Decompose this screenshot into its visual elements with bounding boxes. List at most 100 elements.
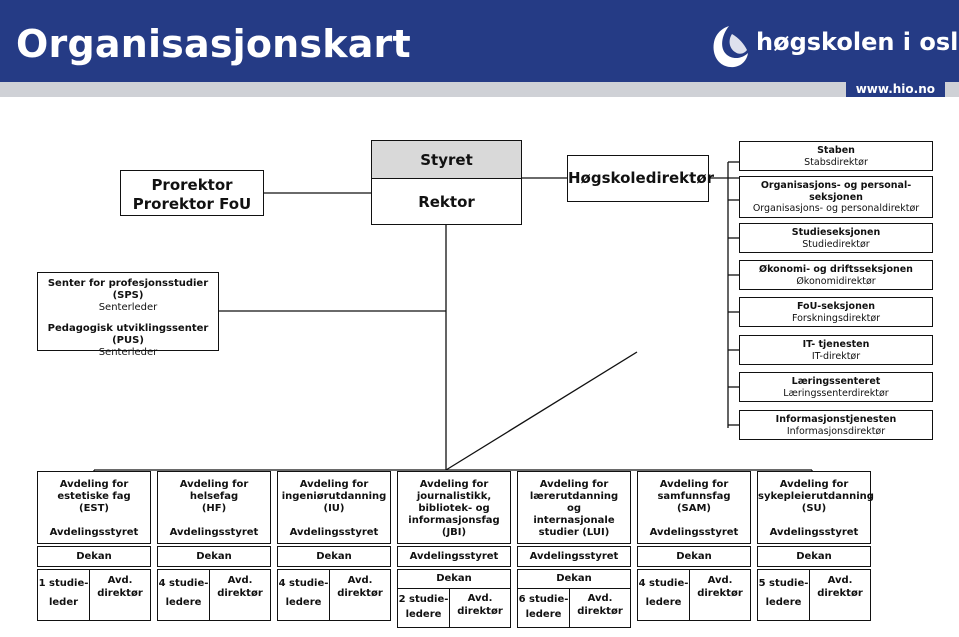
prorektor-box: Prorektor Prorektor FoU — [120, 170, 264, 216]
dept-su: Avdeling for sykepleierutdanning (SU) Av… — [757, 471, 874, 544]
dept-hf: Avdeling for helsefag (HF) Avdelingsstyr… — [157, 471, 271, 544]
dept-lead-dekan: Dekan — [37, 546, 151, 567]
dept-dekan: Dekan — [518, 570, 630, 589]
staff-name: Studieseksjonen — [791, 227, 881, 238]
avd-label: Avd. — [467, 593, 493, 604]
direktor-label: direktør — [817, 588, 863, 599]
studieledere: 6 studie- ledere — [518, 589, 570, 627]
dept-lead-avdelingsstyret: Avdelingsstyret — [397, 546, 511, 567]
direktor-label: direktør — [577, 606, 623, 617]
studie-count: 4 studie- — [158, 578, 209, 589]
dept-name-line: estetiske fag — [57, 491, 131, 502]
studieledere: 2 studie- ledere — [398, 589, 450, 627]
dept-name-line: sykepleierutdanning — [758, 491, 874, 502]
senter-sps: Senter for profesjonsstudier (SPS) Sente… — [38, 278, 218, 314]
logo: høgskolen i oslo — [708, 22, 959, 72]
dept-name-line: Avdeling for — [179, 479, 249, 490]
dept-dekan: Dekan — [398, 570, 510, 589]
staff-leader: IT-direktør — [811, 350, 861, 362]
studie-count: 6 studie- — [518, 594, 569, 605]
avd-label: Avd. — [347, 575, 373, 586]
dept-board: Avdelingsstyret — [49, 527, 139, 538]
dept-jbi: Avdeling for journalistikk, bibliotek- o… — [397, 471, 511, 544]
avd-label: Avd. — [107, 575, 133, 586]
staff-name-cont: seksjonen — [809, 191, 863, 203]
studieledere: 4 studie- ledere — [158, 570, 210, 620]
dept-board: Avdelingsstyret — [169, 527, 259, 538]
dept-board: Avdelingsstyret — [289, 527, 379, 538]
website-url[interactable]: www.hio.no — [845, 82, 945, 97]
dept-name-line: ingeniørutdanning — [281, 491, 387, 502]
direktor-label: direktør — [217, 588, 263, 599]
dept-board: Avdelingsstyret — [649, 527, 739, 538]
staff-leader: Læringssenterdirektør — [783, 387, 889, 399]
studieledere: 5 studie- ledere — [758, 570, 810, 620]
dept-name-line: helsefag — [189, 491, 239, 502]
studie-leder-label: ledere — [645, 597, 682, 608]
dept-name-line: informasjonsfag — [408, 515, 500, 526]
staff-name: Organisasjons- og personal- — [760, 180, 912, 191]
dept-lead-dekan: Dekan — [637, 546, 751, 567]
staff-organisasjon: Organisasjons- og personal- seksjonen Or… — [739, 176, 933, 218]
staff-studieseksjonen: Studieseksjonen Studiedirektør — [739, 223, 933, 253]
studie-count: 4 studie- — [278, 578, 329, 589]
dept-board: Avdelingsstyret — [769, 527, 859, 538]
studie-leder-label: ledere — [765, 597, 802, 608]
staff-name: Læringssenteret — [791, 376, 881, 387]
avd-direktor: Avd. direktør — [330, 570, 390, 620]
dept-name-line: journalistikk, — [416, 491, 492, 502]
avd-direktor: Avd. direktør — [450, 589, 510, 627]
avd-direktor: Avd. direktør — [90, 570, 150, 620]
styret-label: Styret — [372, 141, 521, 179]
avd-direktor: Avd. direktør — [810, 570, 870, 620]
dept-name-line: Avdeling for — [539, 479, 609, 490]
dept-iu: Avdeling for ingeniørutdanning (IU) Avde… — [277, 471, 391, 544]
dept-name-line: (EST) — [79, 503, 109, 514]
staff-name: Økonomi- og driftsseksjonen — [759, 264, 913, 275]
staff-staben: Staben Stabsdirektør — [739, 141, 933, 171]
dept-name-line: Avdeling for — [299, 479, 369, 490]
dept-sub: 4 studie- ledere Avd. direktør — [637, 569, 751, 621]
header-strip — [0, 82, 959, 97]
staff-informasjon: Informasjonstjenesten Informasjonsdirekt… — [739, 410, 933, 440]
studie-count: 5 studie- — [758, 578, 809, 589]
staff-leader: Studiedirektør — [802, 238, 870, 250]
page-header: www.hio.no Organisasjonskart høgskolen i… — [0, 0, 959, 97]
dept-name-line: (HF) — [201, 503, 227, 514]
staff-laeringssenteret: Læringssenteret Læringssenterdirektør — [739, 372, 933, 402]
avd-label: Avd. — [707, 575, 733, 586]
direktor-label: direktør — [337, 588, 383, 599]
studie-leder-label: leder — [48, 597, 79, 608]
dept-lead-dekan: Dekan — [757, 546, 871, 567]
prorektor-fou-label: Prorektor FoU — [132, 195, 252, 213]
studie-leder-label: ledere — [165, 597, 202, 608]
dept-name-line: internasjonale — [533, 515, 615, 526]
staff-name: Informasjonstjenesten — [775, 414, 897, 425]
hogskoledirektor-box: Høgskoledirektør — [567, 155, 714, 202]
header-banner — [0, 0, 959, 82]
avd-direktor: Avd. direktør — [690, 570, 750, 620]
dept-lui: Avdeling for lærerutdanning og internasj… — [517, 471, 631, 544]
studie-leder-label: ledere — [525, 609, 562, 620]
dept-name-line: bibliotek- og — [418, 503, 490, 514]
dept-name-line: (SU) — [801, 503, 827, 514]
senter-sps-name: Senter for profesjonsstudier (SPS) — [47, 278, 209, 301]
dept-name-line: og — [566, 503, 582, 514]
staff-okonomi: Økonomi- og driftsseksjonen Økonomidirek… — [739, 260, 933, 290]
senter-pus: Pedagogisk utviklingssenter (PUS) Senter… — [38, 323, 218, 359]
prorektor-label: Prorektor — [151, 176, 233, 194]
dept-sub: 4 studie- ledere Avd. direktør — [277, 569, 391, 621]
logo-mark-icon — [713, 26, 748, 68]
direktor-label: direktør — [697, 588, 743, 599]
studieledere: 4 studie- ledere — [638, 570, 690, 620]
studieledere: 4 studie- ledere — [278, 570, 330, 620]
rektor-label: Rektor — [418, 193, 475, 211]
dept-name-line: (SAM) — [676, 503, 712, 514]
avd-label: Avd. — [827, 575, 853, 586]
connector-diagonal — [445, 351, 638, 471]
staff-leader: Organisasjons- og personaldirektør — [752, 203, 920, 214]
dept-name-line: Avdeling for — [59, 479, 129, 490]
studie-count: 2 studie- — [398, 594, 449, 605]
staff-it: IT- tjenesten IT-direktør — [739, 335, 933, 365]
dept-lead-avdelingsstyret: Avdelingsstyret — [517, 546, 631, 567]
